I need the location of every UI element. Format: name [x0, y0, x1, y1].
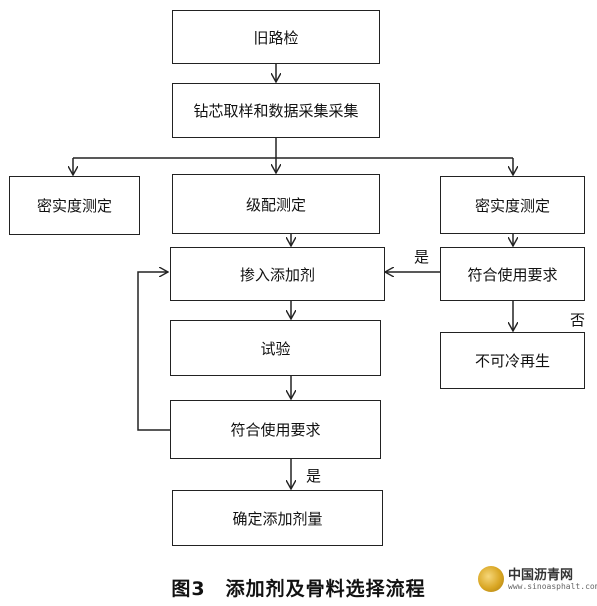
- node-old-road-inspection: 旧路检: [172, 10, 380, 64]
- watermark-title: 中国沥青网: [508, 568, 574, 583]
- edge-label-no-right: 否: [570, 311, 586, 329]
- node-label: 确定添加剂量: [232, 509, 323, 528]
- node-label: 不可冷再生: [474, 352, 550, 370]
- node-label: 掺入添加剂: [239, 265, 315, 284]
- arrow-loop-back: [137, 272, 170, 431]
- node-not-recyclable: 不可冷再生: [440, 332, 585, 389]
- node-label: 试验: [260, 339, 291, 358]
- edge-label-yes-center: 是: [306, 467, 322, 485]
- node-trial: 试验: [170, 320, 381, 376]
- node-label: 钻芯取样和数据采集采集: [193, 102, 359, 120]
- edge-label-yes-right: 是: [414, 248, 430, 266]
- node-add-additive: 掺入添加剂: [170, 247, 385, 301]
- node-gradation-test: 级配测定: [172, 174, 380, 234]
- node-core-sampling: 钻芯取样和数据采集采集: [172, 83, 380, 138]
- node-label: 符合使用要求: [230, 421, 321, 439]
- node-label: 旧路检: [253, 28, 299, 47]
- watermark-logo-icon: [478, 566, 504, 592]
- node-determine-additive-amount: 确定添加剂量: [172, 490, 383, 546]
- node-label: 密实度测定: [36, 197, 112, 215]
- node-density-test-right: 密实度测定: [440, 176, 585, 234]
- figure-caption: 图3 添加剂及骨料选择流程: [171, 578, 426, 600]
- node-label: 密实度测定: [474, 196, 550, 215]
- watermark-url: www.sinoasphalt.com: [508, 582, 597, 591]
- node-label: 符合使用要求: [467, 265, 558, 284]
- node-meets-requirement-center: 符合使用要求: [170, 400, 381, 459]
- node-meets-requirement-right: 符合使用要求: [440, 247, 585, 301]
- node-label: 级配测定: [245, 195, 306, 214]
- node-density-test-left: 密实度测定: [9, 176, 140, 235]
- watermark: 中国沥青网 www.sinoasphalt.com: [478, 562, 597, 598]
